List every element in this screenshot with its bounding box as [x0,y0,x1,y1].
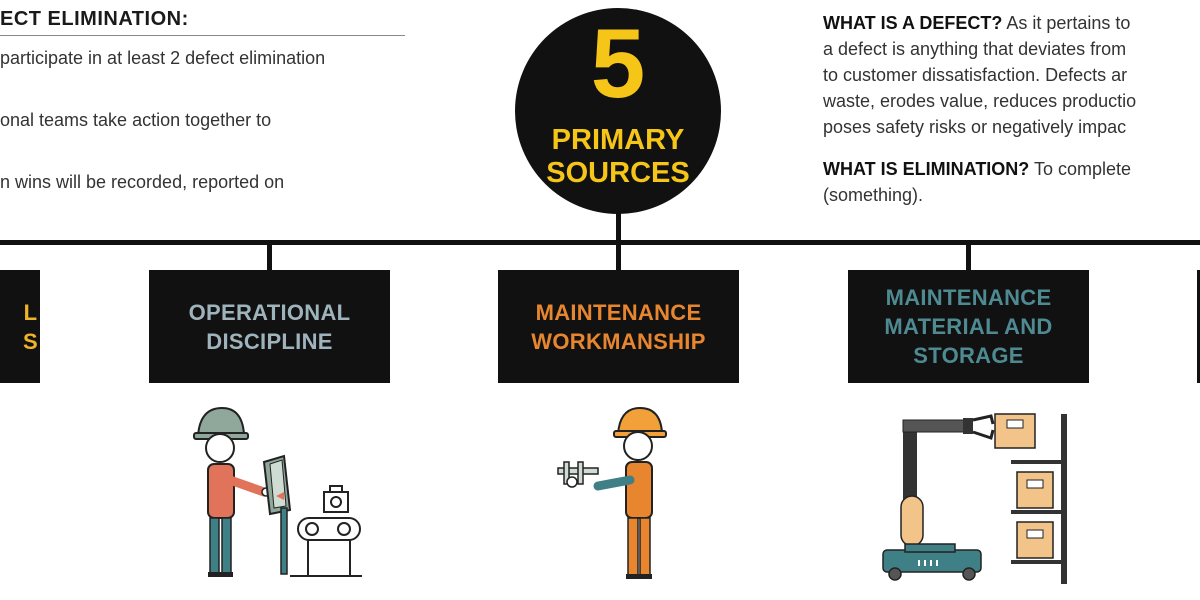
defect-question: WHAT IS A DEFECT? [823,13,1003,33]
left-bullet-2: onal teams take action together to [0,110,272,130]
source-label-operational-discipline: OPERATIONAL DISCIPLINE [188,299,351,354]
source-label-partial: L S [23,299,38,354]
connector-operational [267,244,272,270]
source-label-maintenance-workmanship: MAINTENANCE WORKMANSHIP [531,299,706,354]
worker-at-terminal-icon [193,406,362,577]
connector-horizontal [0,240,1200,245]
defect-line-2: a defect is anything that deviates from [823,39,1127,59]
worker-with-caliper-icon [557,406,667,579]
connector-workmanship [616,244,621,270]
source-box-partial-right [1197,270,1200,383]
robotic-arm-storage-icon [882,413,1067,584]
elim-line-2: (something). [823,185,924,205]
left-bullet-3: n wins will be recorded, reported on [0,172,285,192]
sources-number: 5 [590,8,646,118]
sources-label: PRIMARY SOURCES [515,124,721,190]
connector-material [966,244,971,270]
left-heading: ECT ELIMINATION: [0,8,405,36]
primary-sources-circle: 5 PRIMARY SOURCES [515,8,721,214]
source-box-maintenance-workmanship: MAINTENANCE WORKMANSHIP [498,270,739,383]
elim-text-1: To complete [1029,159,1132,179]
left-bullet-1: participate in at least 2 defect elimina… [0,48,326,68]
elimination-definition: WHAT IS ELIMINATION? To complete (someth… [823,156,1200,208]
sources-label-line1: PRIMARY [551,124,685,156]
sources-label-line2: SOURCES [546,157,690,189]
source-box-operational-discipline: OPERATIONAL DISCIPLINE [149,270,390,383]
source-box-partial: L S [0,270,40,383]
elim-line-1: WHAT IS ELIMINATION? To complete [823,156,1200,182]
elimination-question: WHAT IS ELIMINATION? [823,159,1030,179]
defect-text-1: As it pertains to [1002,13,1131,33]
connector-circle [616,212,621,242]
source-box-maintenance-material: MAINTENANCE MATERIAL AND STORAGE [848,270,1089,383]
defect-line-1: WHAT IS A DEFECT? As it pertains to [823,10,1200,36]
defect-line-5: poses safety risks or negatively impac [823,117,1127,137]
source-label-maintenance-material: MAINTENANCE MATERIAL AND STORAGE [884,285,1053,368]
defect-definition: WHAT IS A DEFECT? As it pertains to a de… [823,10,1200,140]
defect-line-3: to customer dissatisfaction. Defects ar [823,65,1128,85]
defect-line-4: waste, erodes value, reduces productio [823,91,1137,111]
